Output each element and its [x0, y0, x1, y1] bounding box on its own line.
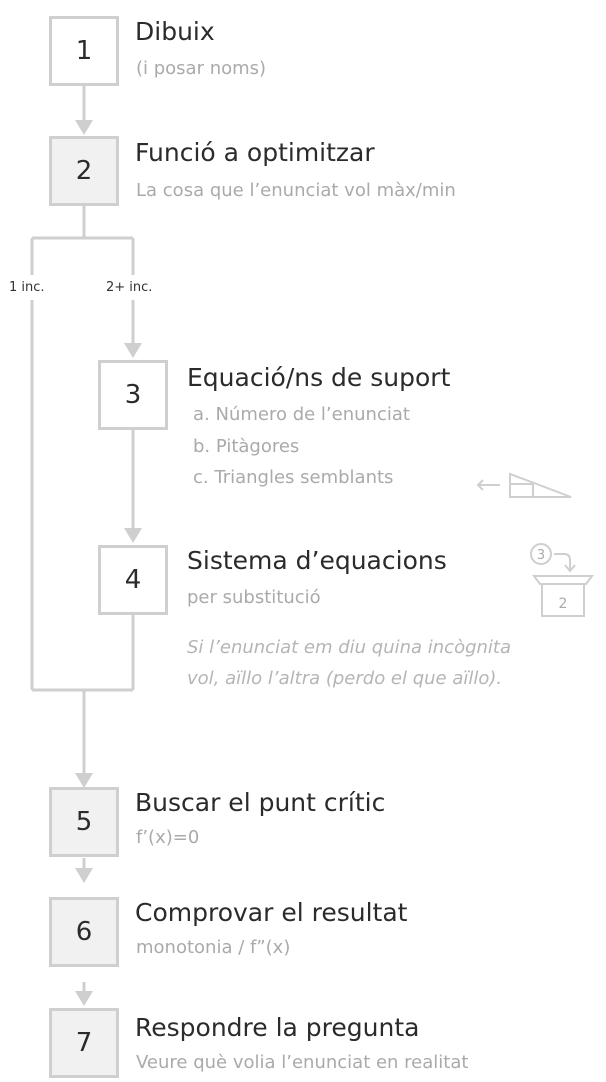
step-1-title: Dibuix: [135, 17, 215, 46]
substitution-to: 2: [559, 596, 568, 612]
large-triangle: [509, 472, 572, 498]
step-3-title: Equació/ns de suport: [187, 363, 451, 392]
step-6-number: 6: [75, 917, 93, 947]
arrowhead-to-3: [124, 343, 142, 358]
step-5-number: 5: [75, 807, 93, 837]
step-3-box: 3: [98, 360, 168, 430]
arrowhead-to-7: [75, 991, 93, 1006]
branch-label-left: 1 inc.: [9, 280, 45, 295]
step-5-subtitle: f’(x)=0: [136, 827, 200, 848]
step-6-subtitle: monotonia / f”(x): [136, 937, 291, 958]
arrowhead-to-6: [75, 868, 93, 883]
open-box-body: [541, 583, 585, 617]
step-4-title: Sistema d’equacions: [187, 546, 447, 575]
step-1-box: 1: [49, 16, 119, 86]
step-5-box: 5: [49, 787, 119, 857]
arrowhead-to-5: [75, 773, 93, 788]
step-2-title: Funció a optimitzar: [135, 138, 375, 167]
substitution-from: 3: [537, 548, 545, 563]
step-7-box: 7: [49, 1008, 119, 1078]
step-7-title: Respondre la pregunta: [135, 1013, 420, 1042]
step-4-subtitle: per substitució: [187, 587, 321, 608]
step-3-item-b: b. Pitàgores: [193, 436, 300, 457]
step-4-box: 4: [98, 545, 168, 615]
substitution-icon: 3 2: [530, 543, 594, 617]
step-2-subtitle: La cosa que l’enunciat vol màx/min: [136, 180, 456, 201]
arrowhead-to-4: [124, 528, 142, 543]
step-1-subtitle: (i posar noms): [136, 58, 267, 79]
step-2-number: 2: [75, 156, 93, 186]
circled-3: [530, 543, 552, 565]
step-3-item-c: c. Triangles semblants: [193, 467, 394, 488]
step-7-subtitle: Veure què volia l’enunciat en realitat: [136, 1052, 469, 1073]
step-5-title: Buscar el punt crític: [135, 788, 386, 817]
note-line-1: Si l’enunciat em diu quina incògnita: [187, 637, 511, 658]
substitution-arrow: [554, 553, 571, 570]
step-6-title: Comprovar el resultat: [135, 898, 408, 927]
similar-triangles-icon: [476, 472, 572, 498]
step-6-box: 6: [49, 897, 119, 967]
step-3-item-a: a. Número de l’enunciat: [193, 404, 410, 425]
step-4-number: 4: [124, 565, 142, 595]
left-arrow-head: [476, 479, 484, 491]
step-3-number: 3: [124, 380, 142, 410]
step-7-number: 7: [75, 1028, 93, 1058]
step-1-number: 1: [75, 36, 93, 66]
arrowhead-to-2: [75, 120, 93, 135]
note-line-2: vol, aïllo l’altra (perdo el que aïllo).: [187, 668, 503, 689]
branch-label-right: 2+ inc.: [106, 280, 153, 295]
open-box-top: [532, 575, 594, 585]
step-2-box: 2: [49, 136, 119, 206]
